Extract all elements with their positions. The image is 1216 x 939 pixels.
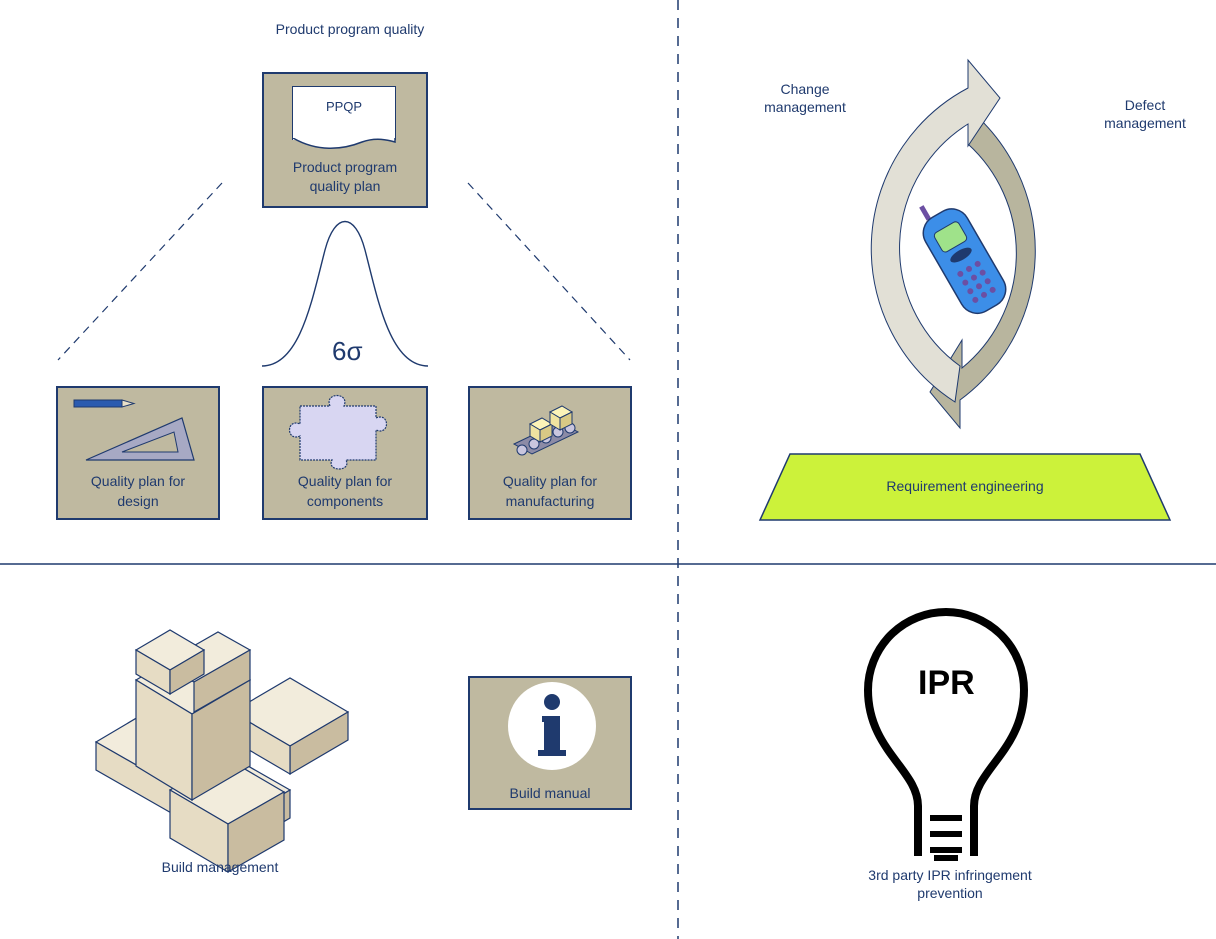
quality-plan-manufacturing-box[interactable]: Quality plan for manufacturing: [468, 386, 632, 520]
change-management-label: Change management: [740, 80, 870, 116]
ppqp-caption-1: Product program: [292, 159, 398, 175]
requirement-engineering-box[interactable]: Requirement engineering: [760, 454, 1170, 520]
defect-management-label: Defect management: [1080, 96, 1210, 132]
puzzle-icon: [288, 394, 388, 470]
components-caption-2: components: [306, 493, 384, 509]
building-blocks-icon: [94, 629, 350, 874]
build-manual-box[interactable]: Build manual: [468, 676, 632, 810]
ipr-caption-line-1: 3rd party IPR infringement: [868, 867, 1032, 883]
bell-curve: [261, 220, 429, 367]
design-caption-2: design: [117, 493, 159, 509]
change-line-1: Change: [780, 81, 830, 97]
ruler-triangle-icon: [73, 399, 195, 461]
change-line-2: management: [764, 99, 846, 115]
connector-right: [467, 182, 631, 361]
ipr-caption-line-2: prevention: [917, 885, 983, 901]
quality-plan-components-box[interactable]: Quality plan for components: [262, 386, 428, 520]
defect-line-2: management: [1104, 115, 1186, 131]
requirement-label: Requirement engineering: [886, 478, 1044, 494]
design-caption-1: Quality plan for: [90, 473, 186, 489]
cycle-arrows: [870, 58, 1036, 430]
ppqp-caption-2: quality plan: [309, 178, 381, 194]
ipr-caption: 3rd party IPR infringement prevention: [820, 866, 1080, 902]
ppqp-doc-label: PPQP: [325, 99, 363, 114]
document-wave: [292, 138, 396, 149]
build-manual-caption: Build manual: [509, 785, 591, 801]
build-management-label: Build management: [161, 859, 279, 875]
manufacturing-caption-1: Quality plan for: [502, 473, 598, 489]
components-caption-1: Quality plan for: [297, 473, 393, 489]
defect-arrow: [929, 108, 1036, 430]
requirement-platform: [758, 453, 1172, 521]
change-arrow: [870, 58, 1001, 403]
manufacturing-caption-2: manufacturing: [505, 493, 595, 509]
info-icon: [508, 682, 596, 770]
document-icon: PPQP: [292, 86, 396, 149]
mobile-phone-icon: [919, 205, 1007, 315]
quality-plan-design-box[interactable]: Quality plan for design: [56, 386, 220, 520]
lightbulb-icon: [863, 608, 1029, 861]
six-sigma-label: 6σ: [332, 336, 363, 366]
ppqp-box[interactable]: PPQP Product program quality plan: [262, 72, 428, 208]
conveyor-icon: [512, 405, 580, 456]
ipr-label: IPR: [918, 664, 975, 702]
connector-left: [57, 182, 223, 361]
defect-line-1: Defect: [1124, 97, 1166, 113]
ppq-heading: Product program quality: [275, 21, 425, 37]
